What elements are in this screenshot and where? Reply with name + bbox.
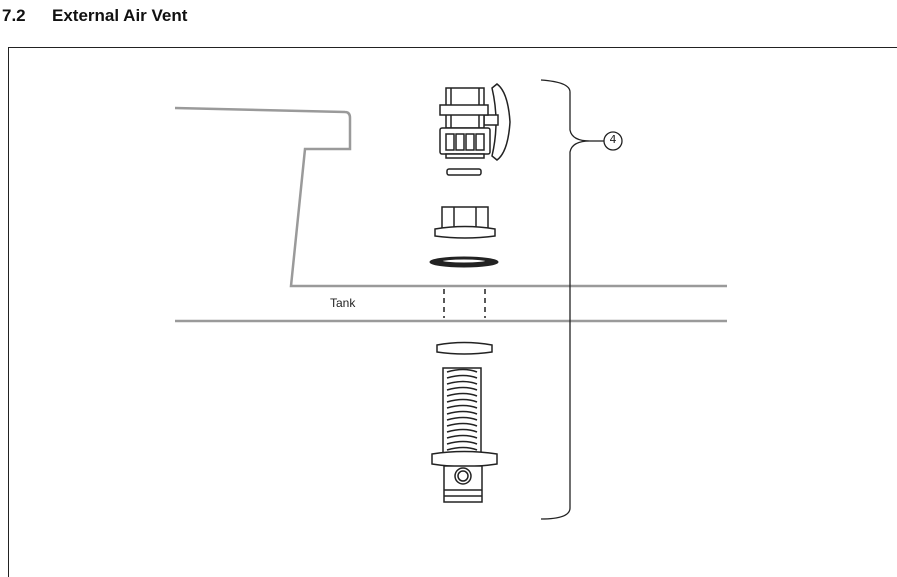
tank-label: Tank xyxy=(330,296,356,310)
sealing-washer xyxy=(446,168,482,176)
figure-frame xyxy=(8,47,897,577)
section-title: External Air Vent xyxy=(52,6,188,25)
tank-wall xyxy=(174,106,727,323)
air-vent-diagram xyxy=(174,79,727,520)
thread-lines xyxy=(446,368,478,451)
ball-valve xyxy=(439,83,511,161)
lower-washer xyxy=(436,341,493,355)
through-hole-lines xyxy=(443,289,486,318)
assembly-bracket xyxy=(540,79,623,520)
section-heading: 7.2 External Air Vent xyxy=(2,6,187,26)
callout-number: 4 xyxy=(609,133,617,146)
flat-gasket xyxy=(429,256,499,268)
hex-nut xyxy=(434,206,496,239)
threaded-fitting xyxy=(431,367,498,503)
section-number: 7.2 xyxy=(2,6,26,25)
